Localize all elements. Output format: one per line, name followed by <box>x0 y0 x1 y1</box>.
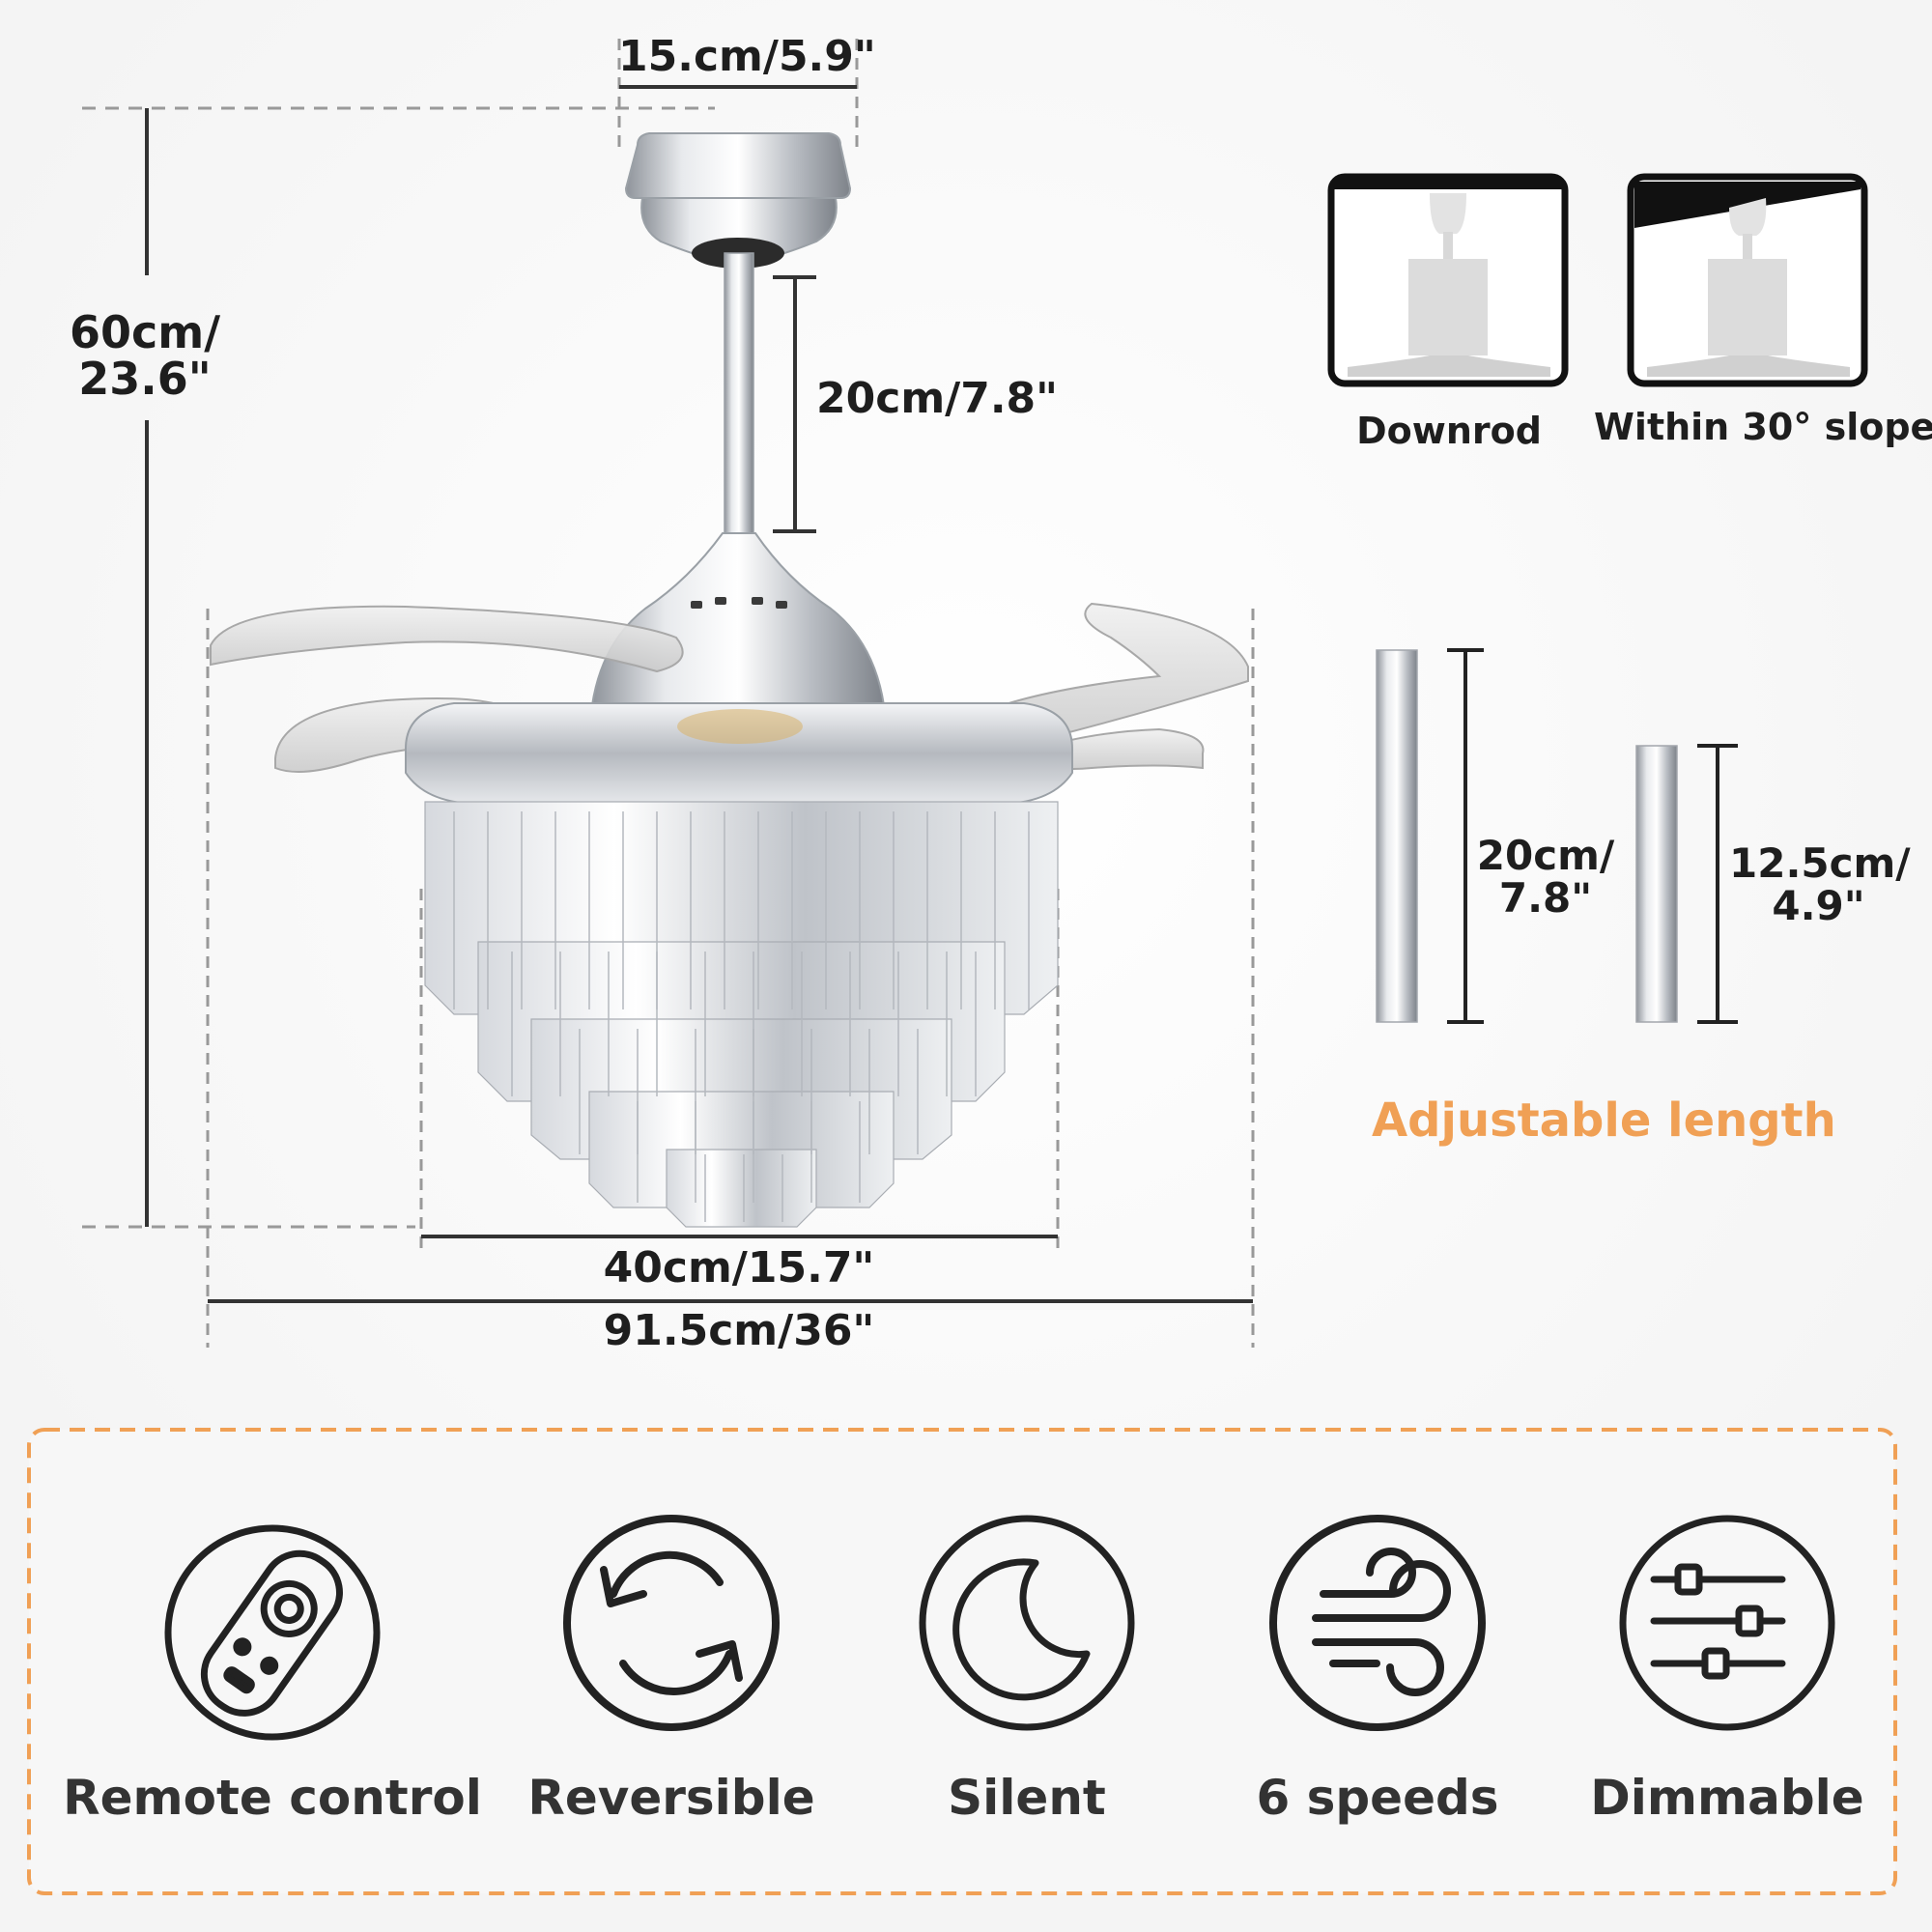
downrod-length-label: 20cm/7.8" <box>816 374 1059 423</box>
downrod-short-line1: 12.5cm/ <box>1729 839 1911 887</box>
downrod-long-line2: 7.8" <box>1498 874 1593 923</box>
sloped-ceiling-mount-icon <box>1627 173 1868 387</box>
remote-control-icon <box>164 1524 381 1741</box>
downrod-long-length: 20cm/ 7.8" <box>1473 832 1618 923</box>
reverse-rotation-icon <box>563 1515 780 1731</box>
mount-option-downrod: Downrod <box>1356 410 1542 452</box>
feature-reversible: Reversible <box>527 1770 815 1826</box>
blade-span-label: 91.5cm/36" <box>603 1306 875 1355</box>
canopy-width-label: 15.cm/5.9" <box>618 32 876 81</box>
dimmer-sliders-icon <box>1619 1515 1835 1731</box>
downrod-short-line2: 4.9" <box>1772 882 1865 930</box>
feature-silent: Silent <box>948 1770 1106 1826</box>
light-width-label: 40cm/15.7" <box>603 1243 875 1293</box>
feature-dimmable: Dimmable <box>1590 1770 1864 1826</box>
downrod-long <box>1376 648 1484 1024</box>
adjustable-length-caption: Adjustable length <box>1372 1094 1836 1148</box>
ceiling-fan-chandelier <box>210 132 1249 1228</box>
feature-6-speeds: 6 speeds <box>1256 1770 1499 1826</box>
total-height-line1: 60cm/ <box>69 306 220 358</box>
total-height-label: 60cm/ 23.6" <box>58 309 232 403</box>
feature-remote-control: Remote control <box>63 1770 482 1826</box>
crescent-moon-icon <box>919 1515 1135 1731</box>
downrod-short-length: 12.5cm/ 4.9" <box>1729 839 1911 930</box>
total-height-line2: 23.6" <box>78 353 212 406</box>
flat-ceiling-mount-icon <box>1327 173 1569 387</box>
downrod-short <box>1635 744 1738 1024</box>
mount-option-slope: Within 30° slope <box>1594 406 1932 448</box>
downrod-long-line1: 20cm/ <box>1476 832 1615 879</box>
wind-speed-icon <box>1269 1515 1486 1731</box>
